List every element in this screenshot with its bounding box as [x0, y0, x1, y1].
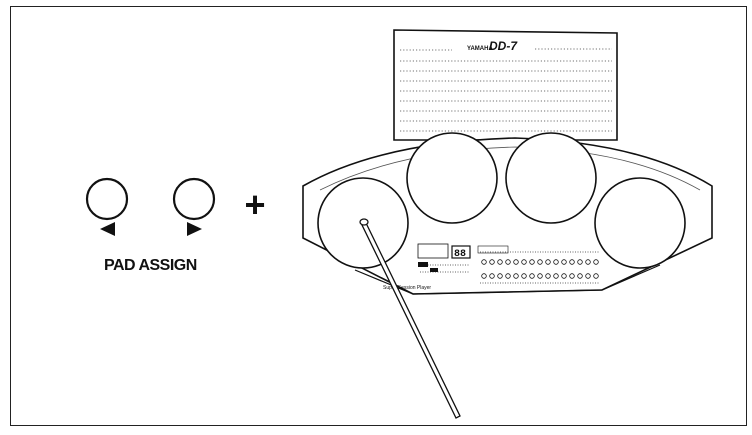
- pad-assign-label: PAD ASSIGN: [104, 257, 197, 274]
- left-arrow-icon: [100, 222, 115, 236]
- music-rest-card: YAMAHA DD-7: [393, 29, 618, 141]
- brand-logo: YAMAHA: [467, 46, 493, 52]
- panel-subtitle: Super Session Player: [383, 285, 431, 291]
- led-digits: 88: [454, 249, 466, 260]
- model-logo: DD-7: [489, 39, 518, 53]
- right-arrow-icon: [187, 222, 202, 236]
- illustration-frame: [10, 6, 747, 426]
- plus-sign: +: [244, 184, 265, 225]
- drumstick: [359, 218, 461, 419]
- drum-pad-4[interactable]: [594, 177, 686, 269]
- drum-pad-3[interactable]: [505, 132, 597, 224]
- pad-assign-right-button[interactable]: [172, 177, 216, 236]
- drum-pad-2[interactable]: [406, 132, 498, 224]
- led-display: [451, 245, 471, 259]
- control-panel: 88 Super Session Player: [383, 243, 600, 291]
- pad-assign-left-button[interactable]: [85, 177, 129, 236]
